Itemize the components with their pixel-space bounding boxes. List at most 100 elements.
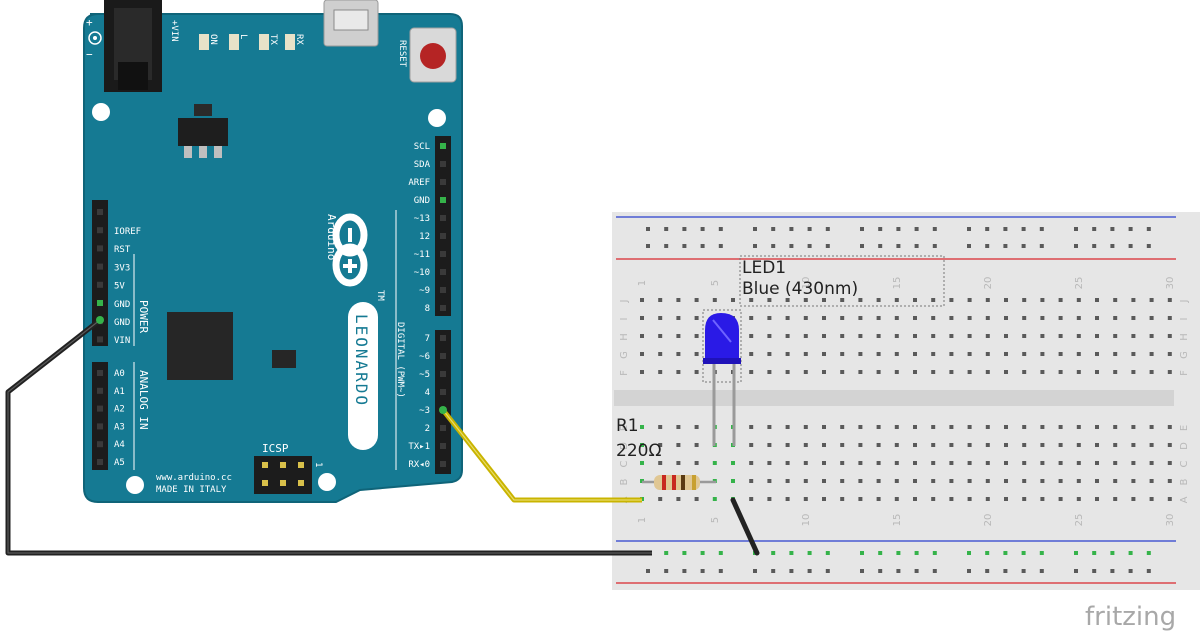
breadboard-hole: [1039, 244, 1044, 248]
breadboard-hole: [1058, 443, 1063, 447]
led-desc: Blue (430nm): [742, 279, 858, 299]
breadboard-hole: [1040, 425, 1045, 429]
small-chip: [272, 350, 296, 368]
mounting-hole: [92, 103, 110, 121]
breadboard-hole: [858, 425, 863, 429]
breadboard-hole: [640, 425, 644, 429]
breadboard-hole: [894, 334, 899, 338]
breadboard-hole: [640, 334, 644, 338]
breadboard-hole: [1022, 497, 1027, 501]
pin-label: SCL: [414, 142, 430, 152]
breadboard-hole: [876, 298, 881, 302]
breadboard-hole: [1095, 352, 1099, 356]
header-pin: [97, 336, 103, 343]
pin3-signal-wire-highlight: [442, 409, 642, 501]
arduino-brand: Arduino: [325, 214, 338, 260]
svg-text:−: −: [86, 48, 93, 61]
breadboard-hole: [1131, 425, 1136, 429]
breadboard-hole: [876, 352, 881, 356]
breadboard-hole: [1095, 461, 1099, 465]
breadboard-hole: [840, 479, 845, 483]
breadboard-hole: [1095, 425, 1099, 429]
breadboard-hole: [803, 443, 808, 447]
breadboard-hole: [767, 316, 772, 320]
row-letter: E: [1179, 425, 1190, 431]
pin-label: GND: [414, 196, 430, 206]
breadboard-hole: [767, 497, 772, 501]
breadboard-hole: [1040, 461, 1045, 465]
breadboard-hole: [1095, 298, 1099, 302]
header-pin: [440, 269, 446, 275]
column-number: 30: [1165, 514, 1176, 527]
breadboard-hole: [1149, 298, 1154, 302]
pin-label: 12: [419, 232, 430, 242]
column-number: 15: [892, 514, 903, 527]
breadboard-hole: [1167, 479, 1172, 483]
breadboard-hole: [1131, 298, 1136, 302]
header-pin: [97, 245, 103, 252]
pin-label: VIN: [114, 336, 130, 346]
breadboard-hole: [682, 227, 687, 231]
row-letter: F: [1179, 370, 1190, 376]
breadboard-hole: [894, 298, 899, 302]
breadboard-hole: [1058, 352, 1063, 356]
breadboard-hole: [1004, 334, 1008, 338]
breadboard-hole: [1149, 425, 1154, 429]
breadboard-hole: [894, 425, 899, 429]
breadboard-hole: [1131, 497, 1136, 501]
breadboard-hole: [1167, 352, 1172, 356]
breadboard-hole: [718, 227, 723, 231]
breadboard-hole: [894, 443, 899, 447]
breadboard-hole: [931, 425, 936, 429]
breadboard-hole: [896, 227, 901, 231]
column-number: 15: [892, 277, 903, 290]
breadboard-hole: [967, 497, 972, 501]
column-number: 1: [637, 280, 648, 286]
pin-label: 3V3: [114, 263, 130, 273]
breadboard-hole: [807, 227, 812, 231]
breadboard-hole: [658, 316, 663, 320]
breadboard-hole: [1004, 497, 1008, 501]
breadboard-hole: [860, 569, 864, 573]
breadboard-hole: [1040, 370, 1045, 374]
breadboard-hole: [682, 244, 687, 248]
breadboard-hole: [949, 298, 954, 302]
breadboard-hole: [1167, 461, 1172, 465]
breadboard-hole: [876, 425, 881, 429]
breadboard-hole: [1004, 443, 1008, 447]
breadboard-hole: [876, 497, 881, 501]
vin-label: +VIN: [169, 20, 179, 42]
breadboard-hole: [860, 244, 864, 248]
header-pin: [440, 161, 446, 167]
breadboard-hole: [789, 244, 794, 248]
pin-label: ~13: [414, 214, 430, 224]
breadboard-hole: [822, 352, 826, 356]
breadboard-hole: [985, 569, 990, 573]
breadboard-hole: [985, 425, 990, 429]
breadboard-hole: [913, 479, 917, 483]
breadboard-hole: [1110, 244, 1115, 248]
breadboard-hole: [985, 461, 990, 465]
breadboard-hole: [1149, 443, 1154, 447]
usb-connector: [323, 0, 379, 47]
breadboard-hole: [658, 443, 663, 447]
breadboard-hole: [913, 497, 917, 501]
led-label-rx: RX: [294, 34, 304, 45]
breadboard-hole: [967, 425, 972, 429]
column-number: 10: [801, 514, 812, 527]
breadboard-hole: [785, 370, 790, 374]
breadboard-hole: [985, 370, 990, 374]
fritzing-watermark: fritzing: [1085, 602, 1176, 632]
breadboard-hole: [858, 298, 863, 302]
breadboard-hole: [767, 370, 772, 374]
breadboard-hole: [753, 569, 757, 573]
breadboard-hole: [1146, 551, 1151, 555]
breadboard-hole: [753, 227, 757, 231]
breadboard-hole: [694, 298, 699, 302]
center-channel: [614, 390, 1174, 406]
breadboard-hole: [1021, 569, 1026, 573]
status-leds: ON L TX RX: [199, 34, 304, 50]
header-pin: [440, 287, 446, 293]
